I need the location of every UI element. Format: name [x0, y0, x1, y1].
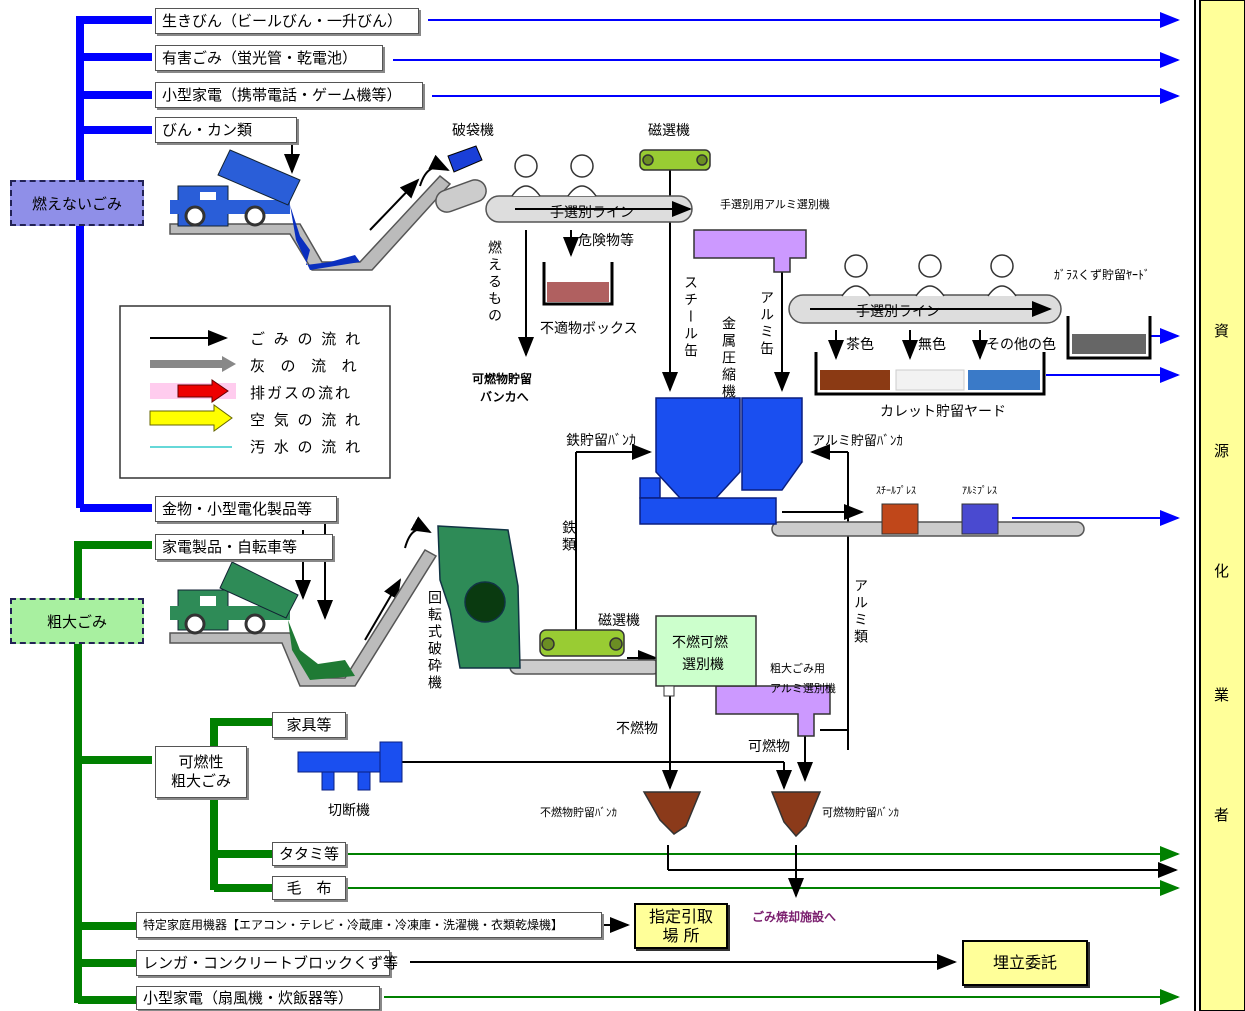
label-aluminum-press: ｱﾙﾐﾌﾟﾚｽ [962, 486, 997, 497]
item-furniture: 家具等 [272, 712, 346, 738]
label-metal-compressor: 金属圧縮機 [720, 316, 736, 401]
green-truck [170, 561, 355, 680]
label-magnetic-separator-top: 磁選機 [648, 123, 690, 139]
label-bulky-aluminum-1: 粗大ごみ用 [770, 662, 825, 675]
item-combustible-bulky: 可燃性 粗大ごみ [155, 746, 247, 798]
label-glass-yard: ｶﾞﾗｽくず貯留ﾔｰﾄﾞ [1054, 268, 1151, 282]
label-colorless: 無色 [918, 337, 946, 353]
item-small-appliance-fan: 小型家電（扇風機・炊飯器等） [136, 986, 380, 1010]
label-sorter-2: 選別機 [682, 657, 724, 673]
label-combustible-bunker: 可燃物貯留ﾊﾞﾝｶ [822, 806, 899, 819]
category-non-burnable: 燃えないごみ [10, 180, 144, 226]
label-bag-breaker: 破袋機 [452, 123, 494, 139]
label-incombustible-bunker: 不燃物貯留ﾊﾞﾝｶ [540, 806, 617, 819]
label-burnable-bunker-1: 可燃物貯留 [472, 372, 533, 386]
legend-air-flow: 空 気 の 流 れ [250, 411, 363, 429]
blue-truck [170, 149, 360, 270]
recycler-char-2: 源 [1214, 442, 1230, 460]
blue-trunk [76, 16, 152, 512]
legend-exhaust-flow: 排ガスの流れ [250, 384, 353, 402]
designated-pickup-line1: 指定引取 [648, 906, 713, 926]
legend-wastewater-flow: 汚 水 の 流 れ [250, 438, 363, 456]
label-bulky-aluminum-2: アルミ選別機 [770, 682, 836, 695]
label-sorter-1: 不燃可燃 [672, 635, 728, 651]
label-hand-sort-line-2: 手選別ライン [856, 304, 940, 320]
recycler-char-3: 化 [1214, 562, 1230, 580]
label-iron-type: 鉄類 [560, 520, 576, 554]
designated-pickup-line2: 場 所 [662, 926, 700, 945]
recycler-char-1: 資 [1214, 322, 1230, 340]
item-specified-appliances: 特定家庭用機器【エアコン・テレビ・冷蔵庫・冷凍庫・洗濯機・衣類乾燥機】 [136, 912, 602, 938]
label-hazardous-items: 危険物等 [578, 233, 634, 249]
item-combustible-bulky-line1: 可燃性 [178, 753, 224, 772]
item-small-appliance-phone: 小型家電（携帯電話・ゲーム機等） [155, 82, 423, 108]
legend-ash-flow: 灰 の 流 れ [250, 357, 359, 375]
label-burnables: 燃えるもの [486, 240, 502, 325]
legend-garbage-flow: ご み の 流 れ [250, 330, 363, 348]
label-hand-sort-aluminum: 手選別用アルミ選別機 [720, 198, 830, 211]
label-aluminum-bunker: アルミ貯留ﾊﾞﾝｶ [812, 434, 903, 449]
item-combustible-bulky-line2: 粗大ごみ [170, 772, 231, 790]
label-steel-cans: スチール缶 [682, 275, 698, 360]
label-steel-press: ｽﾁｰﾙﾌﾟﾚｽ [876, 486, 916, 497]
item-live-bottles: 生きびん（ビールびん・一升びん） [155, 8, 419, 34]
recycler-char-5: 者 [1214, 806, 1230, 824]
item-bottles-cans: びん・カン類 [155, 117, 297, 143]
landfill-box: 埋立委託 [962, 940, 1088, 986]
item-tatami: タタミ等 [272, 842, 346, 866]
label-incombustibles: 不燃物 [616, 721, 658, 737]
label-aluminum-cans: アルミ缶 [758, 290, 774, 358]
label-iron-bunker: 鉄貯留ﾊﾞﾝｶ [566, 433, 636, 449]
label-hand-sort-line-1: 手選別ライン [550, 205, 634, 221]
label-other-color: その他の色 [986, 337, 1056, 353]
label-brown: 茶色 [846, 337, 874, 353]
recycler-char-4: 業 [1214, 686, 1230, 704]
label-rotary-crusher: 回転式破砕機 [426, 590, 442, 692]
item-hazardous: 有害ごみ（蛍光管・乾電池） [155, 45, 383, 71]
legend-arrows [149, 330, 236, 448]
item-blanket: 毛 布 [272, 876, 346, 900]
label-aluminum-type: アルミ類 [852, 578, 868, 646]
label-burnable-bunker-2: バンカへ [480, 390, 529, 404]
label-cullet-yard: カレット貯留ヤード [880, 404, 1006, 420]
label-magnetic-separator-bottom: 磁選機 [598, 613, 640, 629]
item-appliances-bikes: 家電製品・自転車等 [155, 534, 333, 560]
label-unsuitable-box: 不適物ボックス [540, 321, 638, 337]
recycler-column [1199, 0, 1245, 1011]
item-metal-small-electric: 金物・小型電化製品等 [155, 496, 337, 522]
label-combustibles: 可燃物 [748, 739, 790, 755]
category-bulky: 粗大ごみ [10, 598, 144, 644]
label-cutter: 切断機 [328, 803, 370, 819]
label-incineration: ごみ焼却施設へ [752, 910, 837, 924]
designated-pickup-box: 指定引取 場 所 [634, 903, 728, 949]
item-bricks: レンガ・コンクリートブロックくず等 [136, 950, 398, 976]
